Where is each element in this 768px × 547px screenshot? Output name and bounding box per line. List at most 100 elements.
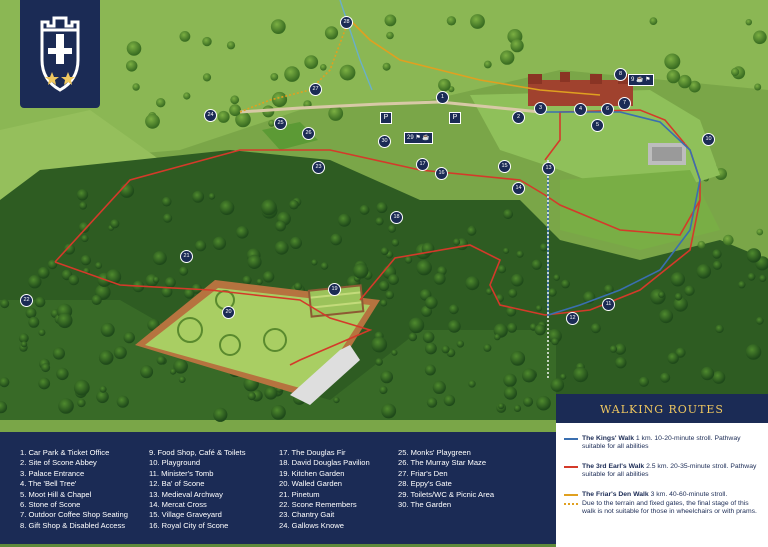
parking-label-2: P [449,112,461,124]
map-marker-13[interactable]: 13 [542,162,555,175]
tree [753,30,767,45]
map-marker-23[interactable]: 23 [312,161,325,174]
map-marker-8[interactable]: 8 [614,68,627,81]
tree [375,217,384,226]
tree [485,288,493,295]
tree [145,113,160,129]
tree [535,305,543,312]
tree [446,16,457,26]
tree-canopy [0,14,768,422]
tree [424,364,436,376]
map-marker-5[interactable]: 5 [591,119,604,132]
map-marker-4[interactable]: 4 [574,103,587,116]
route-details: 1 km. 10-20-minute stroll. Pathway suita… [582,435,741,451]
tree [47,259,58,270]
map-marker-12[interactable]: 12 [566,312,579,325]
legend-item: 5. Moot Hill & Chapel [20,489,92,499]
map-marker-24[interactable]: 24 [204,109,217,122]
tree [649,17,658,25]
route-swatch-dotted [564,503,578,505]
tree [217,110,230,123]
tree [81,234,89,243]
tree [213,407,228,422]
tree [684,285,695,296]
tree [18,333,29,344]
map-marker-7[interactable]: 7 [618,97,631,110]
map-marker-3[interactable]: 3 [534,102,547,115]
route-note: Due to the terrain and fixed gates, the … [582,500,757,516]
map-marker-25[interactable]: 25 [274,117,287,130]
legend-item: 4. The 'Bell Tree' [20,479,77,489]
tree [38,329,46,336]
tree [208,193,216,200]
tree [152,251,167,266]
tree [547,329,562,344]
tree [416,260,432,276]
tree [438,78,451,92]
tree [183,92,191,100]
tree [697,240,706,249]
tree [666,69,681,84]
route-details: 2.5 km. 20-35-minute stroll. Pathway sui… [582,463,757,479]
tree [386,31,394,40]
tree [573,367,589,383]
tree [500,50,515,65]
map-marker-27[interactable]: 27 [309,83,322,96]
map-marker-11[interactable]: 11 [602,298,615,311]
map-marker-26[interactable]: 26 [302,127,315,140]
map-marker-18[interactable]: 18 [390,211,403,224]
map-marker-16[interactable]: 16 [435,167,448,180]
map-marker-28[interactable]: 28 [340,16,353,29]
tree [712,249,722,259]
map-marker-21[interactable]: 21 [180,250,193,263]
tree [539,243,548,252]
tree [755,316,764,325]
tree [432,380,446,394]
map-marker-14[interactable]: 14 [512,182,525,195]
tree [391,238,400,247]
map-marker-19[interactable]: 19 [328,283,341,296]
map-marker-30[interactable]: 30 [378,135,391,148]
map-marker-22[interactable]: 22 [20,294,33,307]
tree [202,36,212,47]
tree [320,64,327,71]
legend-item: 6. Stone of Scone [20,499,81,509]
map-marker-10[interactable]: 10 [702,133,715,146]
map-marker-1[interactable]: 1 [436,91,449,104]
earls-walk-route [54,109,701,366]
parking-label: P [380,112,392,124]
tree [745,344,762,360]
tree [140,365,154,379]
map-marker-2[interactable]: 2 [512,111,525,124]
tree [271,91,288,108]
tree [385,290,395,300]
tree [64,243,75,255]
tree [674,292,683,301]
tree [119,183,135,198]
tree [161,196,172,207]
route-swatch-friars [564,494,578,496]
legend-item: 13. Medieval Archway [149,489,223,499]
tree [132,83,140,91]
tree [503,247,510,254]
map-marker-20[interactable]: 20 [222,306,235,319]
tree [270,73,279,81]
tree [494,333,501,341]
tree [696,264,712,279]
map-marker-15[interactable]: 15 [498,160,511,173]
tree [236,226,249,239]
tree [330,233,342,246]
tree [226,41,236,50]
map-marker-17[interactable]: 17 [416,158,429,171]
map-marker-6[interactable]: 6 [601,103,614,116]
tree [470,14,485,29]
tree [670,272,685,287]
legend-item: 1. Car Park & Ticket Office [20,448,110,457]
tree [34,296,46,308]
tree [523,396,534,407]
tree [756,228,764,236]
legend-item: 11. Minister's Tomb [149,468,214,478]
tree [311,259,318,266]
